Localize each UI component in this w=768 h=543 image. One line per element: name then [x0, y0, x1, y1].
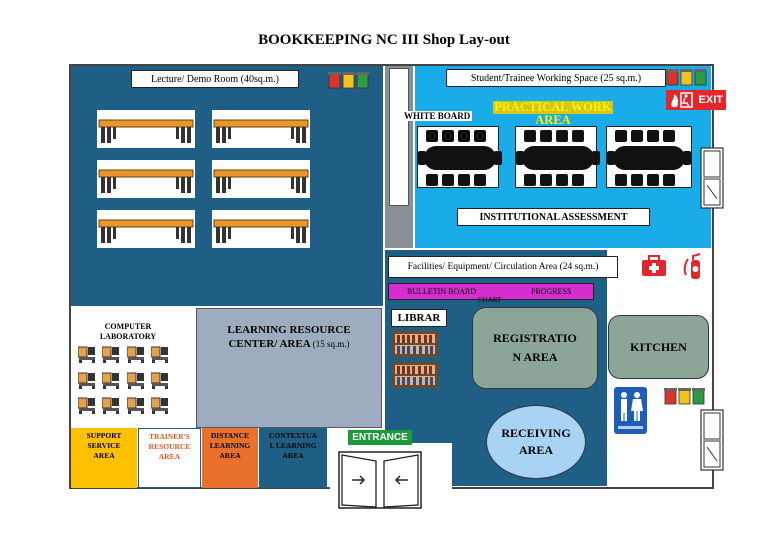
computer-desk-icon [126, 345, 145, 368]
registration-line1: REGISTRATIO [493, 331, 577, 345]
contextual-line3: AREA [282, 451, 304, 460]
computer-lab-line1: COMPUTER [104, 322, 152, 331]
table-icon [97, 110, 195, 148]
double-door-icon[interactable] [338, 451, 422, 509]
recycle-bins-icon [664, 388, 705, 405]
computer-desk-icon [150, 396, 169, 419]
conference-table-icon [515, 126, 600, 188]
computer-desk-icon [126, 371, 145, 394]
computer-lab-line2: LABORATORY [99, 332, 157, 341]
conference-table-icon [606, 126, 692, 188]
bookshelf-icon [392, 331, 438, 357]
bulletin-board-label: BULLETIN BOARD [407, 287, 477, 296]
table-icon [97, 160, 195, 198]
learning-resource-center [196, 308, 382, 428]
lrc-label: LEARNING RESOURCE CENTER/ AREA (15 sq.m.… [198, 323, 380, 351]
recycle-bins-icon [328, 72, 369, 89]
window-icon [700, 409, 724, 471]
chart-label: CHART [478, 296, 502, 304]
lrc-size: (15 sq.m.) [312, 339, 350, 349]
restroom-icon [614, 387, 647, 434]
exit-sign: EXIT [666, 90, 726, 110]
computer-desk-icon [77, 371, 96, 394]
entrance-sign: ENTRANCE [348, 430, 412, 445]
contextual-learning-area: CONTEXTUA L LEARNING AREA [259, 428, 327, 488]
support-line3: AREA [93, 451, 115, 460]
distance-line1: DISTANCE [210, 431, 250, 440]
support-line2: SERVICE [87, 441, 121, 450]
lrc-line2: CENTER/ AREA [228, 338, 311, 350]
table-icon [97, 210, 195, 248]
computer-desk-icon [150, 371, 169, 394]
receiving-line1: RECEIVING [501, 426, 571, 440]
page-title: BOOKKEEPING NC III Shop Lay-out [258, 32, 510, 48]
bookshelf-icon [392, 362, 438, 388]
computer-lab-label: COMPUTER LABORATORY [88, 322, 168, 342]
support-service-area: SUPPORT SERVICE AREA [71, 428, 137, 488]
computer-desk-icon [77, 396, 96, 419]
recycle-bins-icon [666, 69, 707, 86]
exit-label: EXIT [698, 94, 723, 106]
support-line1: SUPPORT [86, 431, 122, 440]
trainers-resource-area: TRAINER'S RESOURCE AREA [138, 428, 201, 488]
progress-label: PROGRESS [531, 287, 572, 296]
circulation-area-label: Facilities/ Equipment/ Circulation Area … [388, 256, 618, 278]
trainer-line3: AREA [158, 452, 181, 461]
computer-desk-icon [126, 396, 145, 419]
kitchen-area: KITCHEN [608, 315, 709, 379]
window-icon [700, 147, 724, 209]
practical-work-label: PRACTICAL WORK AREA [493, 101, 613, 127]
receiving-line2: AREA [518, 443, 553, 457]
table-icon [212, 210, 310, 248]
bulletin-board: BULLETIN BOARD PROGRESS CHART [388, 283, 594, 304]
distance-line2: LEARNING [209, 441, 251, 450]
institutional-assessment-label: INSTITUTIONAL ASSESSMENT [457, 208, 650, 226]
distance-learning-area: DISTANCE LEARNING AREA [202, 428, 258, 488]
contextual-line2: L LEARNING [269, 441, 317, 450]
fire-extinguisher-icon [683, 253, 701, 279]
white-board [389, 68, 409, 206]
exit-sign-icon [671, 92, 693, 108]
registration-line2: N AREA [512, 350, 558, 364]
trainer-line1: TRAINER'S [149, 432, 190, 441]
table-icon [212, 110, 310, 148]
lecture-room-label: Lecture/ Demo Room (40sq.m.) [131, 70, 299, 88]
lrc-line1: LEARNING RESOURCE [227, 324, 351, 336]
white-board-label: WHITE BOARD [402, 111, 473, 121]
practical-work-line1: PRACTICAL WORK [493, 100, 613, 114]
computer-desk-icon [101, 345, 120, 368]
practical-work-line2: AREA [535, 113, 571, 127]
receiving-area: RECEIVING AREA [486, 405, 586, 479]
computer-desk-icon [77, 345, 96, 368]
computer-desk-icon [101, 371, 120, 394]
student-working-space-label: Student/Trainee Working Space (25 sq.m.) [446, 69, 666, 87]
distance-line3: AREA [219, 451, 241, 460]
first-aid-icon [642, 255, 666, 276]
registration-area: REGISTRATIO N AREA [472, 307, 598, 389]
computer-desk-icon [101, 396, 120, 419]
trainer-line2: RESOURCE [148, 442, 191, 451]
table-icon [212, 160, 310, 198]
contextual-line1: CONTEXTUA [269, 431, 317, 440]
library-label: LIBRAR [391, 309, 447, 327]
computer-desk-icon [150, 345, 169, 368]
conference-table-icon [417, 126, 502, 188]
